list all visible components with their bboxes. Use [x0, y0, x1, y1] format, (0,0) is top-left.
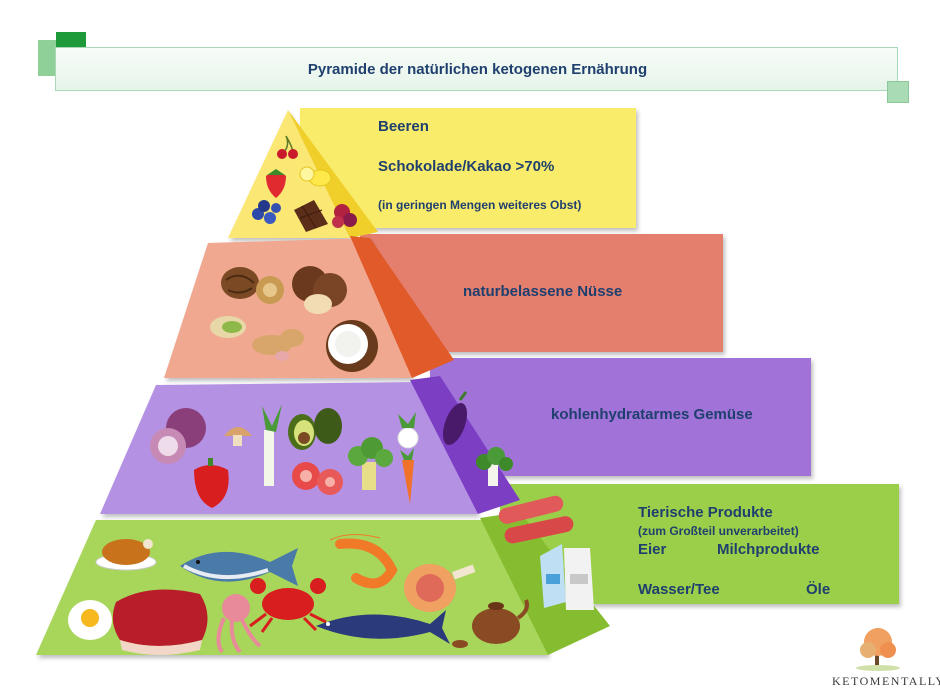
title-deco-square-right — [887, 81, 909, 103]
onion-icon — [150, 408, 206, 464]
tier-top-side — [288, 110, 378, 238]
peanut-icon — [252, 329, 304, 361]
title-bar: Pyramide der natürlichen ketogenen Ernäh… — [55, 47, 898, 91]
shrimp-icon — [329, 534, 398, 589]
tier-nuts-side — [350, 236, 454, 378]
hazelnut-icon — [256, 276, 284, 304]
tier-base-front — [36, 520, 548, 655]
raspberry-icon — [332, 204, 357, 228]
egg-icon — [68, 600, 112, 640]
label-eggs: Eier — [638, 541, 667, 558]
octopus-icon — [216, 594, 262, 654]
leek-icon — [262, 404, 282, 486]
label-other-fruit: (in geringen Mengen weiteres Obst) — [378, 198, 582, 212]
strawberry-icon — [266, 169, 286, 198]
coconut-icon — [326, 320, 378, 372]
logo-tree-icon — [856, 628, 900, 671]
chocolate-icon — [294, 200, 328, 232]
pistachio-icon — [210, 316, 246, 338]
steak-icon — [112, 589, 208, 655]
label-vegetables: kohlenhydratarmes Gemüse — [551, 406, 753, 423]
label-unprocessed: (zum Großteil unverarbeitet) — [638, 524, 799, 538]
ham-icon — [404, 564, 476, 612]
mushroom-icon — [224, 427, 252, 446]
milk-carton-icon — [540, 544, 594, 610]
hazelnut-icon — [292, 266, 347, 314]
broccoli-icon — [476, 447, 513, 486]
broccoli-icon — [348, 437, 393, 490]
carrot-icon — [400, 448, 414, 504]
walnut-icon — [221, 267, 259, 299]
crab-icon — [249, 578, 327, 633]
label-chocolate: Schokolade/Kakao >70% — [378, 158, 555, 175]
avocado-icon — [288, 408, 342, 450]
eggplant-icon — [442, 391, 468, 445]
cherry-icon — [277, 135, 298, 159]
label-animal-products: Tierische Produkte — [638, 504, 773, 521]
bell-pepper-icon — [194, 458, 229, 508]
tuna-fish-icon — [180, 548, 298, 586]
label-berries: Beeren — [378, 118, 429, 135]
label-dairy: Milchprodukte — [717, 541, 820, 558]
sausage-icon — [498, 495, 574, 544]
blueberry-icon — [252, 200, 281, 224]
tomato-icon — [292, 462, 343, 495]
logo-wordmark: KETOMENTALLY — [832, 674, 940, 688]
teapot-icon — [452, 599, 529, 648]
mackerel-fish-icon — [316, 610, 450, 644]
lemon-icon — [299, 166, 332, 187]
page-title: Pyramide der natürlichen ketogenen Ernäh… — [307, 61, 648, 78]
label-water-tea: Wasser/Tee — [638, 581, 720, 598]
label-oils: Öle — [806, 581, 831, 598]
radish-icon — [397, 412, 419, 449]
chicken-icon — [95, 539, 157, 571]
label-nuts: naturbelassene Nüsse — [463, 283, 623, 300]
